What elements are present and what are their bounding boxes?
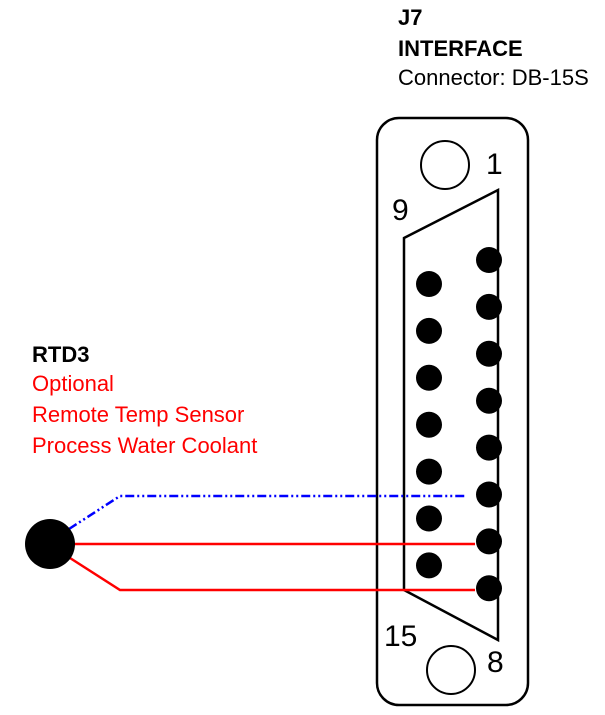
pin-6	[476, 481, 502, 508]
mounting-hole-bottom	[426, 645, 476, 695]
pin-13	[416, 458, 442, 485]
pin-3	[476, 340, 502, 367]
pin-15	[416, 552, 442, 579]
pin-label-8: 8	[487, 646, 504, 679]
pin-label-15: 15	[384, 620, 418, 653]
pin-12	[416, 411, 442, 438]
pin-1	[476, 247, 502, 273]
pin-8	[476, 575, 502, 602]
sensor-desc-line-3: Process Water Coolant	[32, 433, 258, 458]
mounting-hole-top	[420, 140, 470, 190]
sensor-desc-line-2: Remote Temp Sensor	[32, 402, 245, 427]
pin-7	[476, 528, 502, 555]
pin-2	[476, 293, 502, 320]
pin-5	[476, 434, 502, 461]
connector-name: INTERFACE	[398, 36, 523, 61]
blue-wire	[68, 494, 467, 531]
rtd-sensor-icon	[25, 519, 75, 569]
connector-type-label: Connector: DB-15S	[398, 65, 589, 90]
sensor-desc-line-1: Optional	[32, 371, 114, 396]
pin-14	[416, 505, 442, 532]
connector-shell	[375, 116, 530, 707]
connector-d-sub-face	[402, 187, 500, 643]
pin-4	[476, 387, 502, 414]
connector-designator: J7	[398, 5, 423, 30]
pin-11	[416, 364, 442, 391]
pin-9	[416, 271, 442, 297]
red-wire-2	[69, 556, 475, 592]
sensor-designator: RTD3	[32, 342, 90, 367]
pin-label-9: 9	[392, 194, 409, 227]
pin-label-1: 1	[486, 148, 503, 181]
pin-10	[416, 317, 442, 344]
